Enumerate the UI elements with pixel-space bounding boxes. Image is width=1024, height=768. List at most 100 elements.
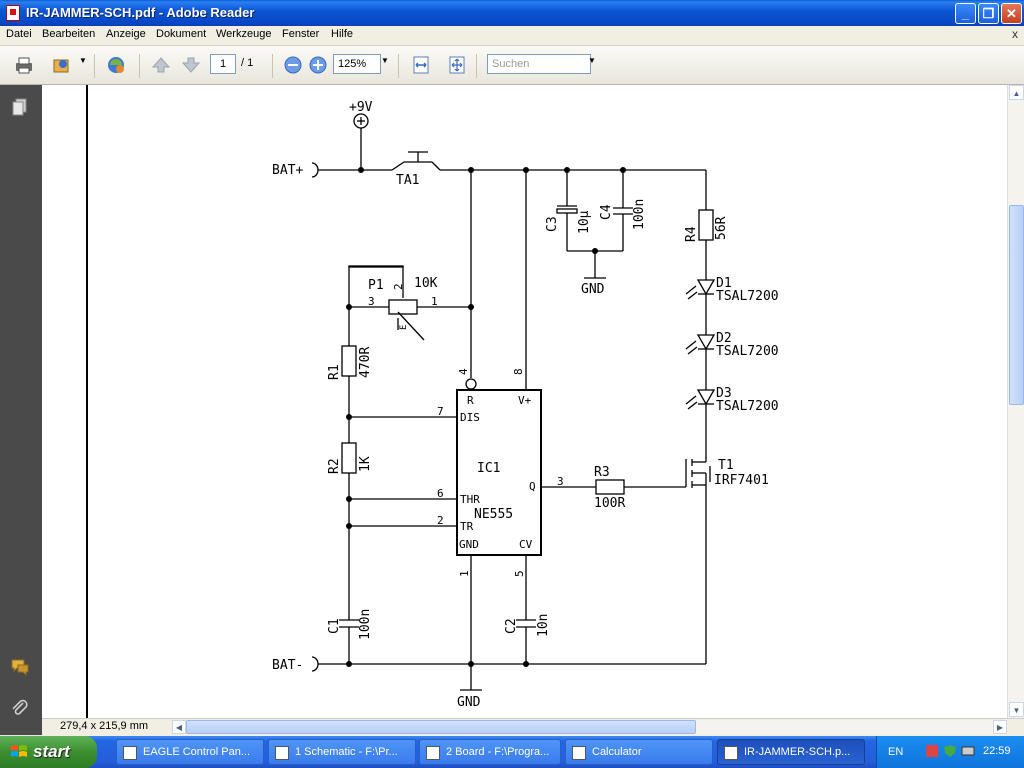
toolbar-divider <box>398 54 399 78</box>
label-pin4: 4 <box>457 368 470 375</box>
zoom-out-icon[interactable] <box>283 55 303 75</box>
menu-datei[interactable]: Datei <box>6 28 32 40</box>
label-pin-r: R <box>467 394 474 407</box>
label-c4-value: 100n <box>632 199 647 230</box>
label-d3: D3 <box>716 386 732 401</box>
scroll-down-arrow-icon[interactable]: ▼ <box>1009 702 1024 717</box>
window-title: IR-JAMMER-SCH.pdf - Adobe Reader <box>26 5 255 20</box>
pages-icon[interactable] <box>10 97 30 117</box>
taskbar: start EAGLE Control Pan... 1 Schematic -… <box>0 736 1024 768</box>
language-indicator[interactable]: EN <box>888 746 904 758</box>
label-d2-value: TSAL7200 <box>716 344 779 359</box>
menu-bar: Datei Bearbeiten Anzeige Dokument Werkze… <box>0 26 1024 46</box>
chevron-down-icon[interactable]: ▼ <box>588 56 596 65</box>
label-p1: P1 <box>368 278 384 293</box>
label-ta1: TA1 <box>396 173 419 188</box>
menu-dokument[interactable]: Dokument <box>156 28 207 40</box>
label-c1: C1 <box>327 618 342 634</box>
print-icon[interactable] <box>14 55 34 75</box>
label-pin6: 6 <box>437 487 444 500</box>
schematic-drawing: +9V BAT+ BAT- TA1 C3 10µ C4 100n GND R4 … <box>272 100 779 710</box>
label-p1-e: E <box>399 325 409 330</box>
menu-werkzeuge[interactable]: Werkzeuge <box>216 28 272 40</box>
organizer-icon[interactable] <box>51 55 71 75</box>
taskbar-item-schematic[interactable]: 1 Schematic - F:\Pr... <box>268 739 416 765</box>
scroll-left-arrow-icon[interactable]: ◀ <box>172 720 186 734</box>
network-tray-icon[interactable] <box>961 744 975 758</box>
restore-button[interactable]: ❐ <box>978 3 999 24</box>
horizontal-scrollbar[interactable]: ◀ ▶ <box>172 720 1007 734</box>
page-total: / 1 <box>241 57 254 69</box>
label-c3: C3 <box>545 216 560 232</box>
status-bar: 279,4 x 215,9 mm ◀ ▶ <box>42 718 1024 736</box>
document-view[interactable]: +9V BAT+ BAT- TA1 C3 10µ C4 100n GND R4 … <box>42 85 1007 718</box>
start-button[interactable]: start <box>0 736 97 768</box>
label-pin-q: Q <box>529 480 536 493</box>
label-c4: C4 <box>599 204 614 220</box>
page-border <box>86 85 88 718</box>
chevron-down-icon[interactable]: ▼ <box>381 56 389 65</box>
menu-bearbeiten[interactable]: Bearbeiten <box>42 28 96 40</box>
collaborate-icon[interactable] <box>106 55 126 75</box>
zoom-level-field[interactable]: 125% <box>333 54 381 74</box>
vertical-scroll-thumb[interactable] <box>1009 205 1024 405</box>
label-pin7: 7 <box>437 405 444 418</box>
page-size-readout: 279,4 x 215,9 mm <box>60 720 149 732</box>
shield-tray-icon[interactable] <box>943 744 957 758</box>
fit-page-icon[interactable] <box>447 55 467 75</box>
label-d1-value: TSAL7200 <box>716 289 779 304</box>
label-r4-value: 56R <box>714 216 729 240</box>
page-number-input[interactable]: 1 <box>210 54 236 74</box>
security-tray-icon[interactable] <box>925 744 939 758</box>
label-d1: D1 <box>716 276 732 291</box>
label-r1: R1 <box>327 364 342 380</box>
zoom-in-icon[interactable] <box>308 55 328 75</box>
windows-logo-icon <box>11 745 27 757</box>
taskbar-item-adobe-reader[interactable]: IR-JAMMER-SCH.p... <box>717 739 865 765</box>
chevron-down-icon[interactable]: ▼ <box>79 56 87 65</box>
label-pin1: 1 <box>458 570 471 577</box>
label-p1-value: 10K <box>414 276 438 291</box>
pdf-file-icon <box>724 746 738 760</box>
label-pin3: 3 <box>557 475 564 488</box>
label-ic1-value: NE555 <box>474 507 513 522</box>
label-gnd-bottom: GND <box>457 695 481 710</box>
close-button[interactable]: ✕ <box>1001 3 1022 24</box>
fit-width-icon[interactable] <box>411 55 431 75</box>
label-p1-pin3: 3 <box>368 295 375 308</box>
label-ic1: IC1 <box>477 461 500 476</box>
horizontal-scroll-thumb[interactable] <box>186 720 696 734</box>
label-pin-tr: TR <box>460 520 474 533</box>
minimize-button[interactable]: _ <box>955 3 976 24</box>
label-r3: R3 <box>594 465 610 480</box>
taskbar-item-board[interactable]: 2 Board - F:\Progra... <box>419 739 561 765</box>
search-input[interactable]: Suchen <box>487 54 591 74</box>
comments-icon[interactable] <box>10 657 30 677</box>
taskbar-item-calculator[interactable]: Calculator <box>565 739 713 765</box>
previous-page-icon[interactable] <box>151 55 171 75</box>
label-gnd-top: GND <box>581 282 605 297</box>
document-close-icon[interactable]: x <box>1012 27 1018 41</box>
attachments-icon[interactable] <box>10 699 30 719</box>
menu-anzeige[interactable]: Anzeige <box>106 28 146 40</box>
label-r1-value: 470R <box>358 347 373 378</box>
vertical-scrollbar[interactable]: ▲ ▼ <box>1007 85 1024 718</box>
system-tray: EN 22:59 <box>876 736 1024 768</box>
toolbar-divider <box>272 54 273 78</box>
label-pin2: 2 <box>437 514 444 527</box>
label-c1-value: 100n <box>358 609 373 640</box>
label-c3-value: 10µ <box>577 210 592 234</box>
label-bat-minus: BAT- <box>272 658 303 673</box>
label-pin-gnd: GND <box>459 538 479 551</box>
menu-fenster[interactable]: Fenster <box>282 28 320 40</box>
adobe-reader-icon <box>6 5 20 21</box>
scroll-up-arrow-icon[interactable]: ▲ <box>1009 85 1024 100</box>
taskbar-item-eagle-control[interactable]: EAGLE Control Pan... <box>116 739 264 765</box>
label-r3-value: 100R <box>594 496 625 511</box>
title-bar: IR-JAMMER-SCH.pdf - Adobe Reader _ ❐ ✕ <box>0 0 1024 26</box>
menu-hilfe[interactable]: Hilfe <box>331 28 354 40</box>
scroll-right-arrow-icon[interactable]: ▶ <box>993 720 1007 734</box>
label-r2-value: 1K <box>358 456 373 472</box>
label-d3-value: TSAL7200 <box>716 399 779 414</box>
next-page-icon[interactable] <box>181 55 201 75</box>
